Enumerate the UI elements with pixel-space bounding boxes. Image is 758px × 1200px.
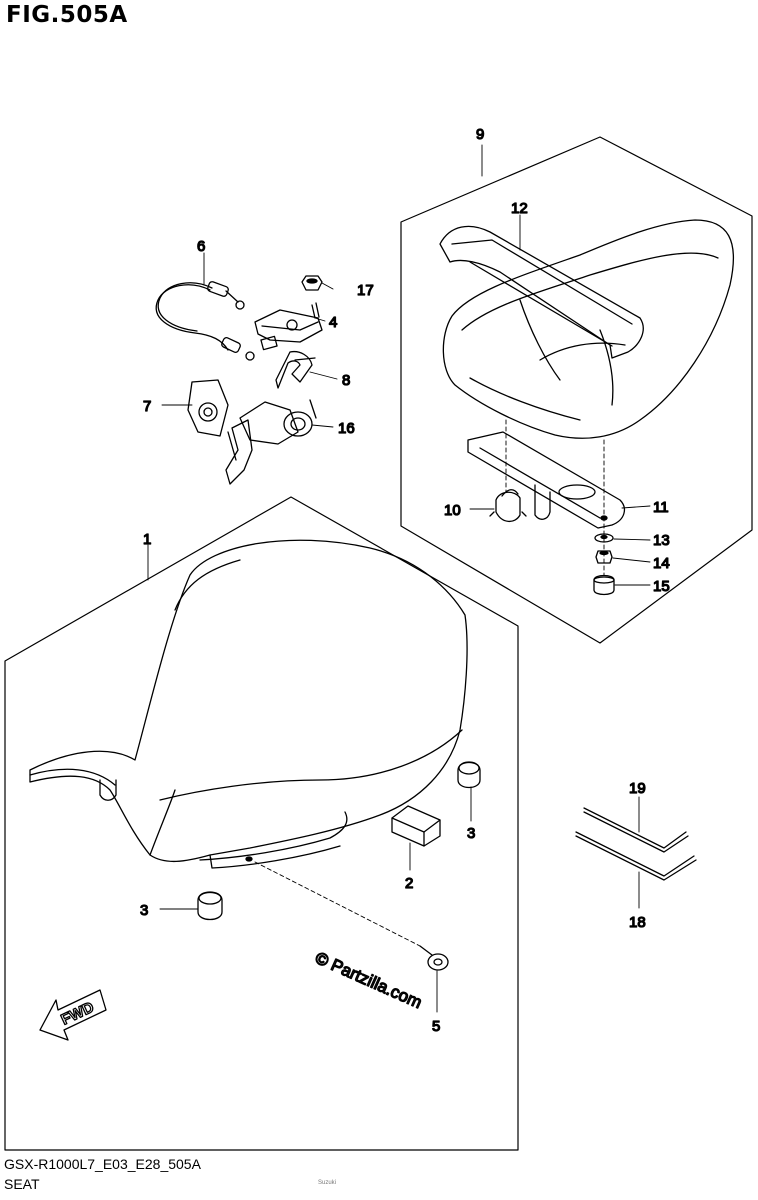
callout-11: 11 [653, 499, 669, 516]
figure-title: FIG.505A [6, 2, 128, 28]
callout-2: 2 [405, 875, 413, 892]
lock-plate-part-7 [187, 379, 229, 437]
figure-name: SEAT [4, 1176, 40, 1192]
callout-3-right: 3 [467, 825, 475, 842]
callout-12: 12 [511, 200, 528, 217]
callout-7: 7 [143, 398, 151, 415]
callout-8: 8 [342, 372, 350, 389]
cushion-part-3-left [197, 891, 223, 921]
callout-5: 5 [432, 1018, 440, 1035]
front-seat [29, 539, 468, 869]
callout-16: 16 [338, 420, 355, 437]
leader-lines [147, 144, 651, 1013]
callout-15: 15 [653, 578, 670, 595]
cushion-part-10 [489, 489, 527, 523]
cushion-part-2 [391, 805, 441, 847]
nut-part-14 [595, 550, 613, 564]
callout-17: 17 [357, 282, 374, 299]
band-part-18 [575, 831, 697, 881]
cushion-part-15 [593, 574, 615, 596]
forward-arrow-icon: FWD [39, 989, 107, 1041]
clip-part-8 [275, 350, 316, 389]
grab-strap [439, 225, 644, 359]
callout-1: 1 [143, 531, 151, 548]
front-seat-group-outline [4, 496, 519, 1151]
callout-19: 19 [629, 780, 646, 797]
seat-latch-part-4 [254, 302, 323, 351]
seat-lock-part-16 [225, 399, 317, 485]
bolt-part-17 [301, 275, 323, 291]
callout-3-left: 3 [140, 902, 148, 919]
callout-18: 18 [629, 914, 646, 931]
rear-seat-group-outline [400, 136, 753, 644]
fine-print: Suzuki [318, 1180, 337, 1186]
callout-13: 13 [653, 532, 670, 549]
callout-9: 9 [476, 126, 484, 143]
callout-6: 6 [197, 238, 205, 255]
callout-10: 10 [444, 502, 461, 519]
band-part-19 [583, 807, 689, 853]
figure-code: GSX-R1000L7_E03_E28_505A [4, 1156, 201, 1172]
callout-4: 4 [329, 314, 337, 331]
bolt-part-5 [419, 945, 449, 971]
rear-seat-cowl [442, 219, 734, 439]
cushion-part-3-right [457, 761, 481, 789]
callout-14: 14 [653, 555, 670, 572]
assembly-axis-line [254, 861, 421, 947]
watermark: © Partzilla.com [312, 948, 424, 1012]
seat-lock-cable [155, 281, 255, 361]
rear-seat-bracket [467, 431, 626, 529]
